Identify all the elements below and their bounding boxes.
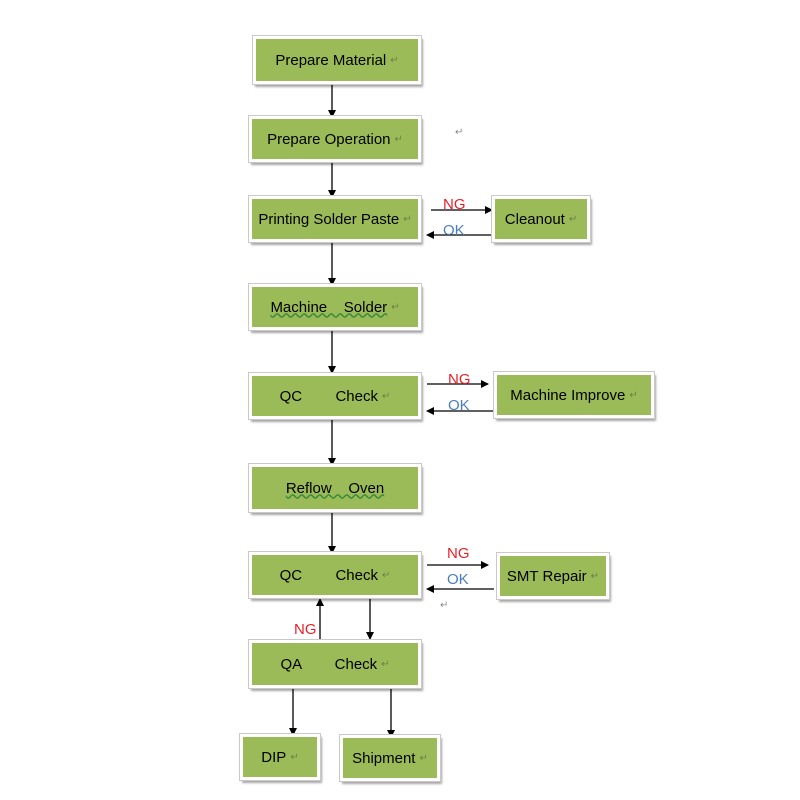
return-mark-icon: ↵ (394, 133, 403, 145)
node-label: Cleanout (504, 210, 565, 228)
node-label: Printing Solder Paste (258, 210, 400, 228)
return-mark-icon: ↵ (455, 127, 464, 138)
edge-label-ok-cleanout: OK (443, 222, 465, 239)
return-mark-icon: ↵ (629, 389, 638, 401)
node-label: Machine Solder (270, 298, 388, 316)
edge-label-ok-smt-repair: OK (447, 571, 469, 588)
node-shipment: Shipment↵ (340, 735, 440, 781)
node-prepare-material: Prepare Material↵ (253, 36, 421, 84)
edge-label-ng-machine-improve: NG (448, 371, 471, 388)
node-label: QC Check (279, 387, 378, 405)
node-label: Machine Improve (510, 386, 626, 404)
node-machine-solder: Machine Solder↵ (249, 284, 421, 330)
node-cleanout: Cleanout↵ (492, 196, 590, 242)
node-qc-check-1: QC Check↵ (249, 373, 421, 419)
edge-label-ng-smt-repair: NG (447, 545, 470, 562)
node-label: QA Check (280, 655, 378, 673)
node-label: SMT Repair (506, 567, 587, 585)
node-dip: DIP↵ (240, 734, 320, 780)
node-label: Prepare Material (275, 51, 387, 69)
return-mark-icon: ↵ (290, 751, 299, 763)
edge-label-ng-qa-return: NG (294, 621, 317, 638)
edge-label-ng-cleanout: NG (443, 196, 466, 213)
node-prepare-operation: Prepare Operation↵ (249, 116, 421, 162)
return-mark-icon: ↵ (390, 54, 399, 66)
node-label: Shipment (352, 749, 416, 767)
return-mark-icon: ↵ (381, 569, 391, 581)
node-smt-repair: SMT Repair↵ (497, 553, 609, 599)
node-label: Prepare Operation (267, 130, 391, 148)
edge-label-ok-machine-improve: OK (448, 397, 470, 414)
return-mark-icon: ↵ (419, 752, 428, 764)
return-mark-icon: ↵ (590, 570, 600, 582)
node-reflow-oven: Reflow Oven (249, 464, 421, 512)
node-printing-solder-paste: Printing Solder Paste↵ (249, 196, 421, 242)
return-mark-icon: ↵ (381, 390, 391, 402)
node-label: Reflow Oven (285, 479, 385, 497)
return-mark-icon: ↵ (391, 301, 400, 313)
node-label: QC Check (279, 566, 378, 584)
node-machine-improve: Machine Improve↵ (494, 372, 654, 418)
node-label: DIP (261, 748, 287, 766)
node-qc-check-2: QC Check↵ (249, 552, 421, 598)
node-qa-check: QA Check↵ (249, 640, 421, 688)
return-mark-icon: ↵ (403, 213, 412, 225)
return-mark-icon: ↵ (381, 658, 390, 670)
return-mark-icon: ↵ (440, 600, 449, 611)
return-mark-icon: ↵ (568, 213, 578, 225)
